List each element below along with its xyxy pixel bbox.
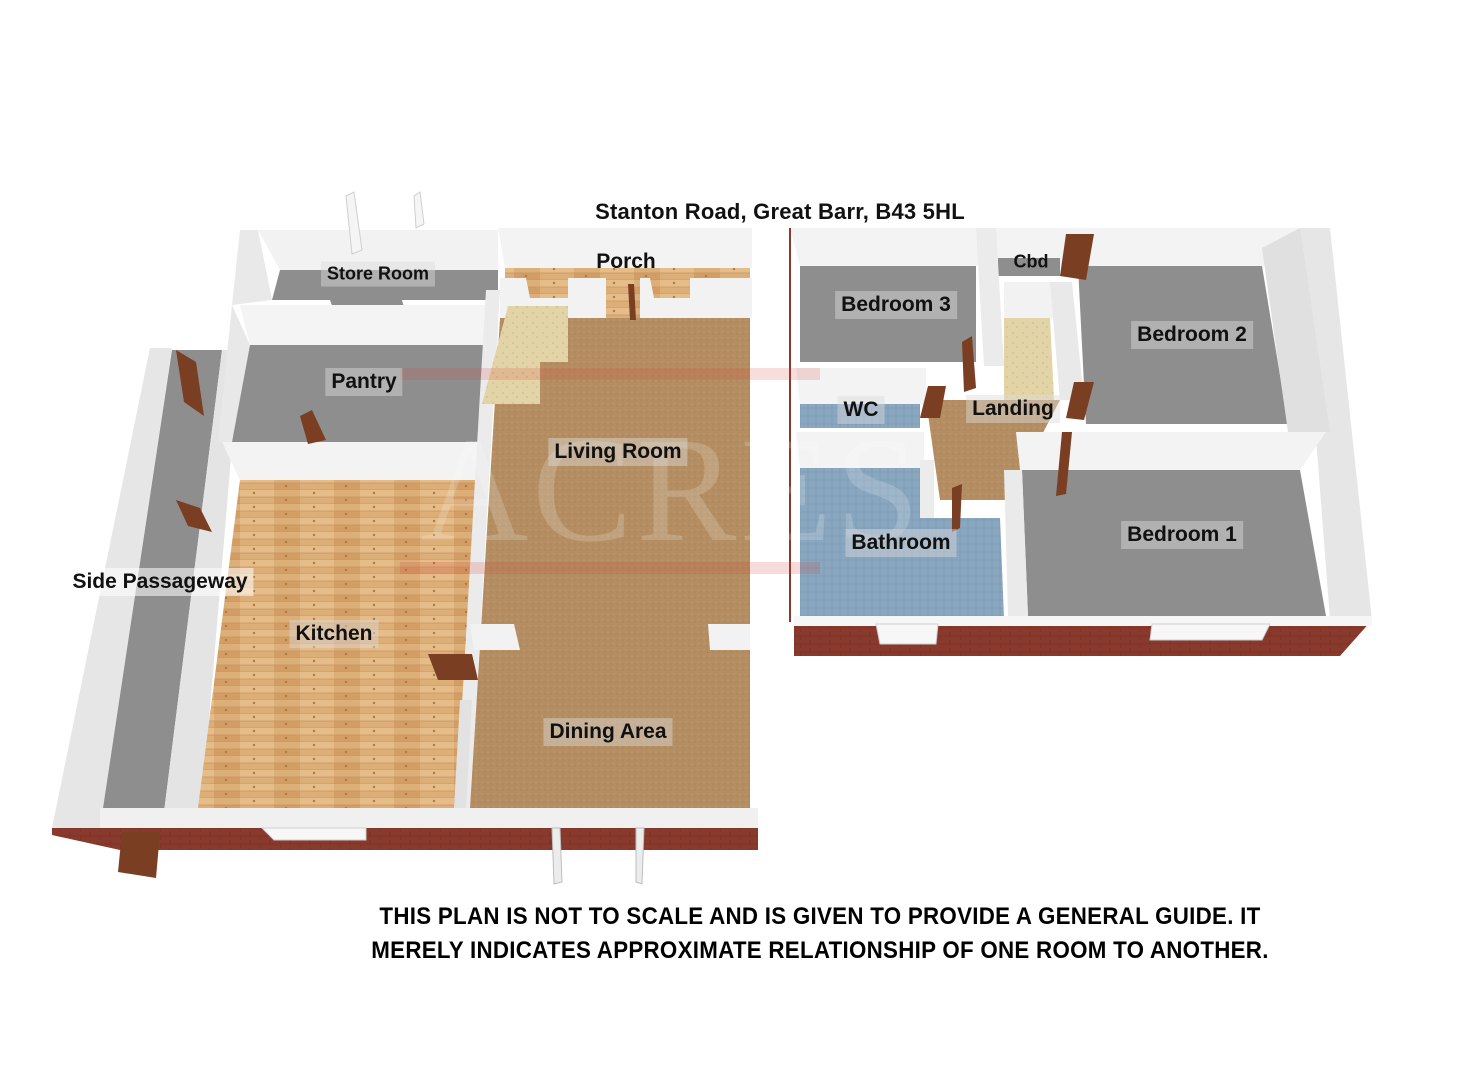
bedroom-2-door [1066,382,1094,420]
bathroom-window [875,623,939,645]
dining-partition-right [708,624,750,650]
scale-disclaimer: THIS PLAN IS NOT TO SCALE AND IS GIVEN T… [371,903,1269,964]
kitchen-south-wall [100,808,758,828]
room-label-bedroom-3: Bedroom 3 [835,291,957,319]
store-room-window-right [413,191,425,229]
bedroom-2-right-wall [1262,228,1330,432]
living-dining-floor [470,318,750,808]
bedroom-1-floor [1022,470,1326,616]
side-passage-end-door [118,832,160,878]
porch-floor [505,268,750,280]
bedroom-1-window [1149,623,1271,641]
room-label-kitchen: Kitchen [289,620,379,648]
dining-partition-left [470,624,520,650]
room-label-bedroom-1: Bedroom 1 [1121,521,1243,549]
bathroom-bed1-wall [1004,470,1028,616]
store-room-floor [272,270,498,300]
cbd-door [1060,234,1094,280]
room-label-bathroom: Bathroom [845,529,957,557]
room-label-living-room: Living Room [548,438,688,466]
first-floor-back-wall [790,228,1300,266]
pantry-kitchen-wall [222,442,486,480]
bedroom-1-back-wall [1016,432,1326,470]
dining-french-door-right [635,827,645,885]
pantry-back-wall [240,305,498,345]
wc-wall [796,368,926,404]
room-label-dining-area: Dining Area [543,718,673,746]
porch-back-wall [498,228,752,268]
watermark: ACRES [400,368,923,574]
room-label-bedroom-2: Bedroom 2 [1131,321,1253,349]
porch-floor-left [526,278,568,298]
cbd-floor [998,258,1060,276]
room-label-wc: WC [837,396,885,424]
staircase [482,306,568,404]
side-passage-door-mid [176,500,212,532]
pantry-door [300,410,326,444]
landing-staircase [1004,318,1054,400]
bathroom-floor [800,468,1004,618]
ground-floor-brick-base [52,828,758,850]
room-label-cbd: Cbd [1013,251,1049,272]
kitchen-dining-wall-end [454,700,472,808]
room-label-store-room: Store Room [320,261,436,287]
landing-right-wall [1050,282,1084,400]
side-door-top [176,350,204,416]
bathroom-door [952,484,962,532]
front-door [628,284,636,320]
watermark-band-bottom [400,562,820,574]
bedroom-3-floor [800,266,976,362]
bed3-cbd-wall [976,228,1004,366]
kitchen-door [428,654,478,680]
property-address-title: Stanton Road, Great Barr, B43 5HL [595,199,965,224]
landing-floor [926,400,1060,500]
wc-door [920,386,946,418]
store-room-wall-left [232,230,272,305]
bedroom-3-door [962,336,976,392]
bedroom-2-floor [1078,266,1288,424]
pantry-floor [232,345,490,442]
bedroom-1-door [1056,432,1072,496]
room-label-porch: Porch [596,250,656,273]
first-floor [789,228,1372,656]
room-label-pantry: Pantry [325,368,403,396]
store-room-window-left [345,191,363,255]
porch-floor-right [650,278,690,298]
watermark-band-top [400,368,820,380]
kitchen-window [260,827,367,841]
pantry-left-wall [218,305,250,442]
watermark-text: ACRES [420,407,923,573]
ground-floor [52,191,758,885]
kitchen-floor [198,480,478,808]
room-label-landing: Landing [966,395,1060,423]
first-floor-right-wall [1300,228,1372,620]
room-label-side-passageway: Side Passageway [66,568,254,596]
bathroom-inner-wall [920,460,934,518]
store-room-back-wall [258,230,498,270]
wc-floor [800,404,920,428]
bathroom-wall [796,432,924,468]
dining-french-door-left [551,827,563,885]
